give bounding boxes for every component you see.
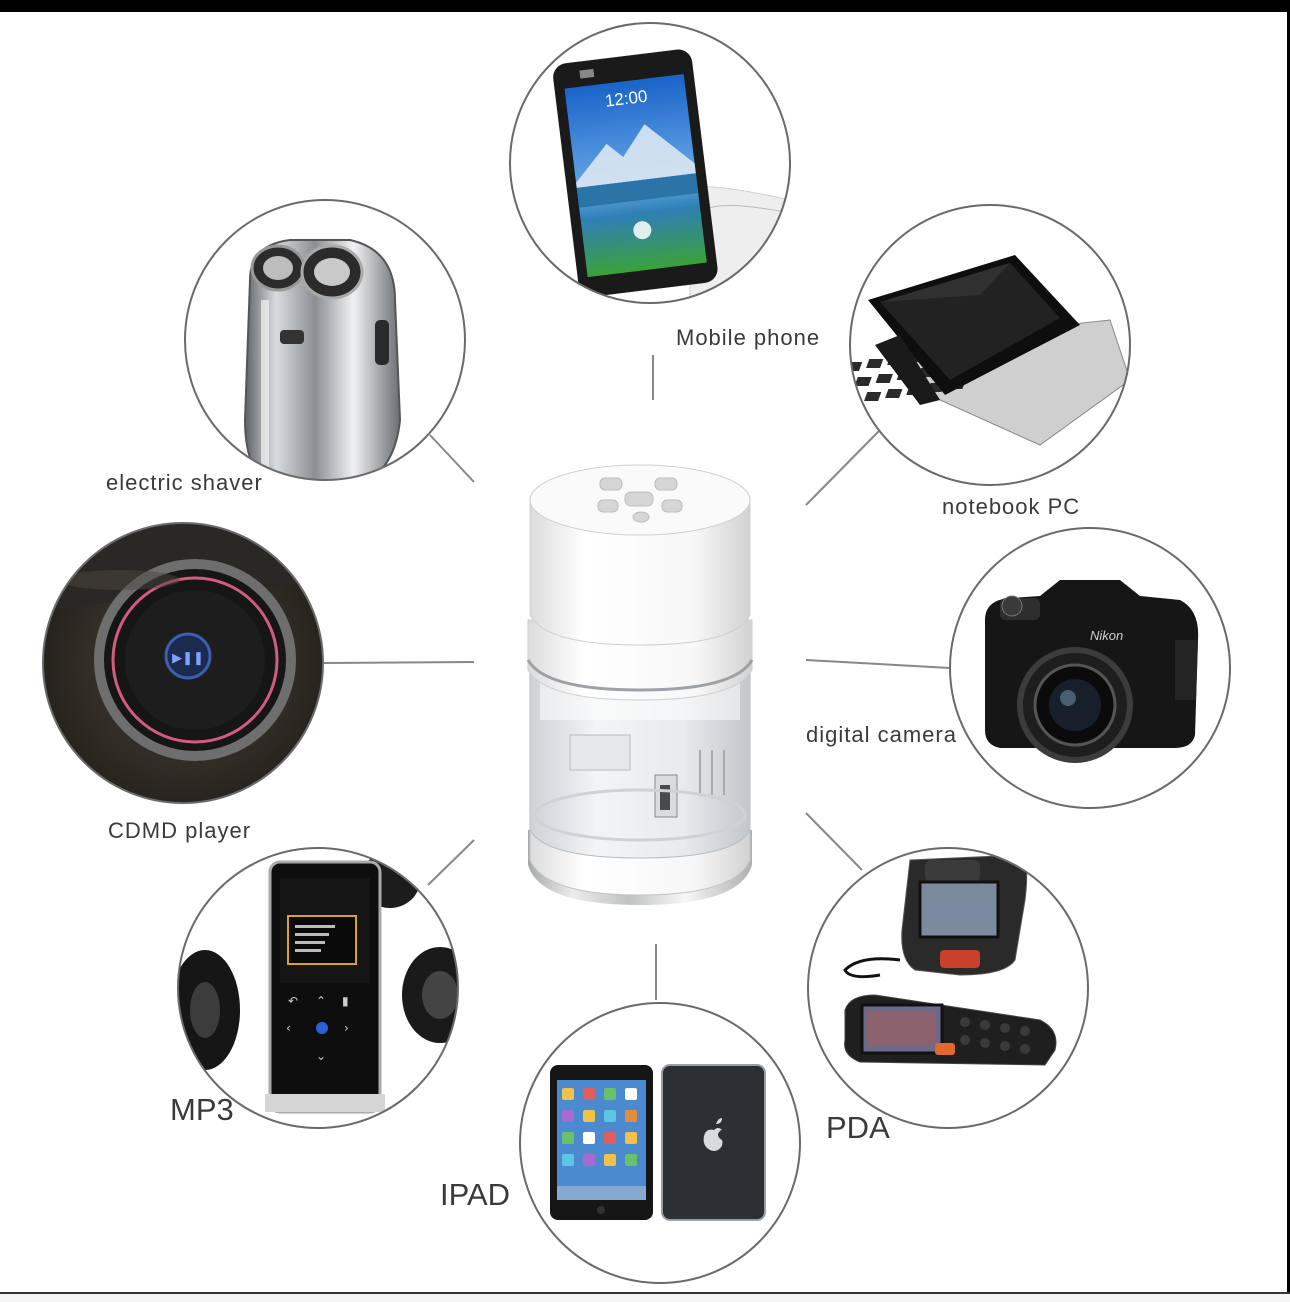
- ipad-ring: [519, 1002, 801, 1284]
- svg-text:⌄: ⌄: [316, 1049, 326, 1063]
- label-digital-camera: digital camera: [806, 722, 957, 747]
- cdmd-player-circle: ▶❚❚: [42, 522, 324, 804]
- bottom-border: [0, 1292, 1290, 1294]
- camera-brand: Nikon: [1090, 628, 1123, 643]
- connector-notebook-pc: [805, 429, 881, 506]
- label-electric-shaver: electric shaver: [106, 470, 263, 495]
- pda-ring: [807, 847, 1089, 1129]
- ipad-circle: [519, 1002, 801, 1284]
- mobile-phone-ring: [509, 22, 791, 304]
- connector-electric-shaver: [429, 434, 475, 483]
- digital-camera-circle: Nikon: [949, 527, 1231, 809]
- svg-text:‹: ‹: [286, 1021, 291, 1035]
- cdmd-player-ring: [42, 522, 324, 804]
- connector-mp3: [427, 839, 475, 886]
- label-notebook-pc: notebook PC: [942, 494, 1081, 519]
- notebook-pc-ring: [849, 204, 1131, 486]
- electric-shaver-ring: [184, 199, 466, 481]
- connector-cdmd-player: [323, 661, 475, 664]
- mp3-ring: [177, 847, 459, 1129]
- notebook-pc-circle: [849, 204, 1131, 486]
- connector-pda: [805, 812, 863, 871]
- svg-text:›: ›: [344, 1021, 349, 1035]
- svg-text:⌃: ⌃: [316, 994, 326, 1008]
- top-border: [0, 0, 1290, 12]
- bottom-strip: [0, 1294, 1290, 1302]
- svg-text:▮: ▮: [342, 994, 349, 1008]
- universal-travel-adapter: [526, 464, 754, 905]
- electric-shaver-circle: [184, 199, 466, 481]
- pda-circle: [807, 847, 1089, 1129]
- label-ipad: IPAD: [440, 1177, 511, 1212]
- svg-text:↶: ↶: [288, 994, 298, 1008]
- right-border: [1287, 0, 1290, 1302]
- svg-text:▶❚❚: ▶❚❚: [172, 650, 204, 666]
- connector-digital-camera: [805, 659, 951, 669]
- label-mp3: MP3: [170, 1092, 234, 1127]
- label-cdmd-player: CDMD player: [108, 818, 252, 843]
- label-mobile-phone: Mobile phone: [676, 325, 821, 350]
- mp3-circle: ↶ ⌃ ▮ ‹ › ⌄: [177, 847, 459, 1129]
- digital-camera-ring: [949, 527, 1231, 809]
- mobile-phone-circle: 12:00: [509, 22, 791, 304]
- connector-lines: [323, 355, 951, 1000]
- label-pda: PDA: [826, 1110, 890, 1145]
